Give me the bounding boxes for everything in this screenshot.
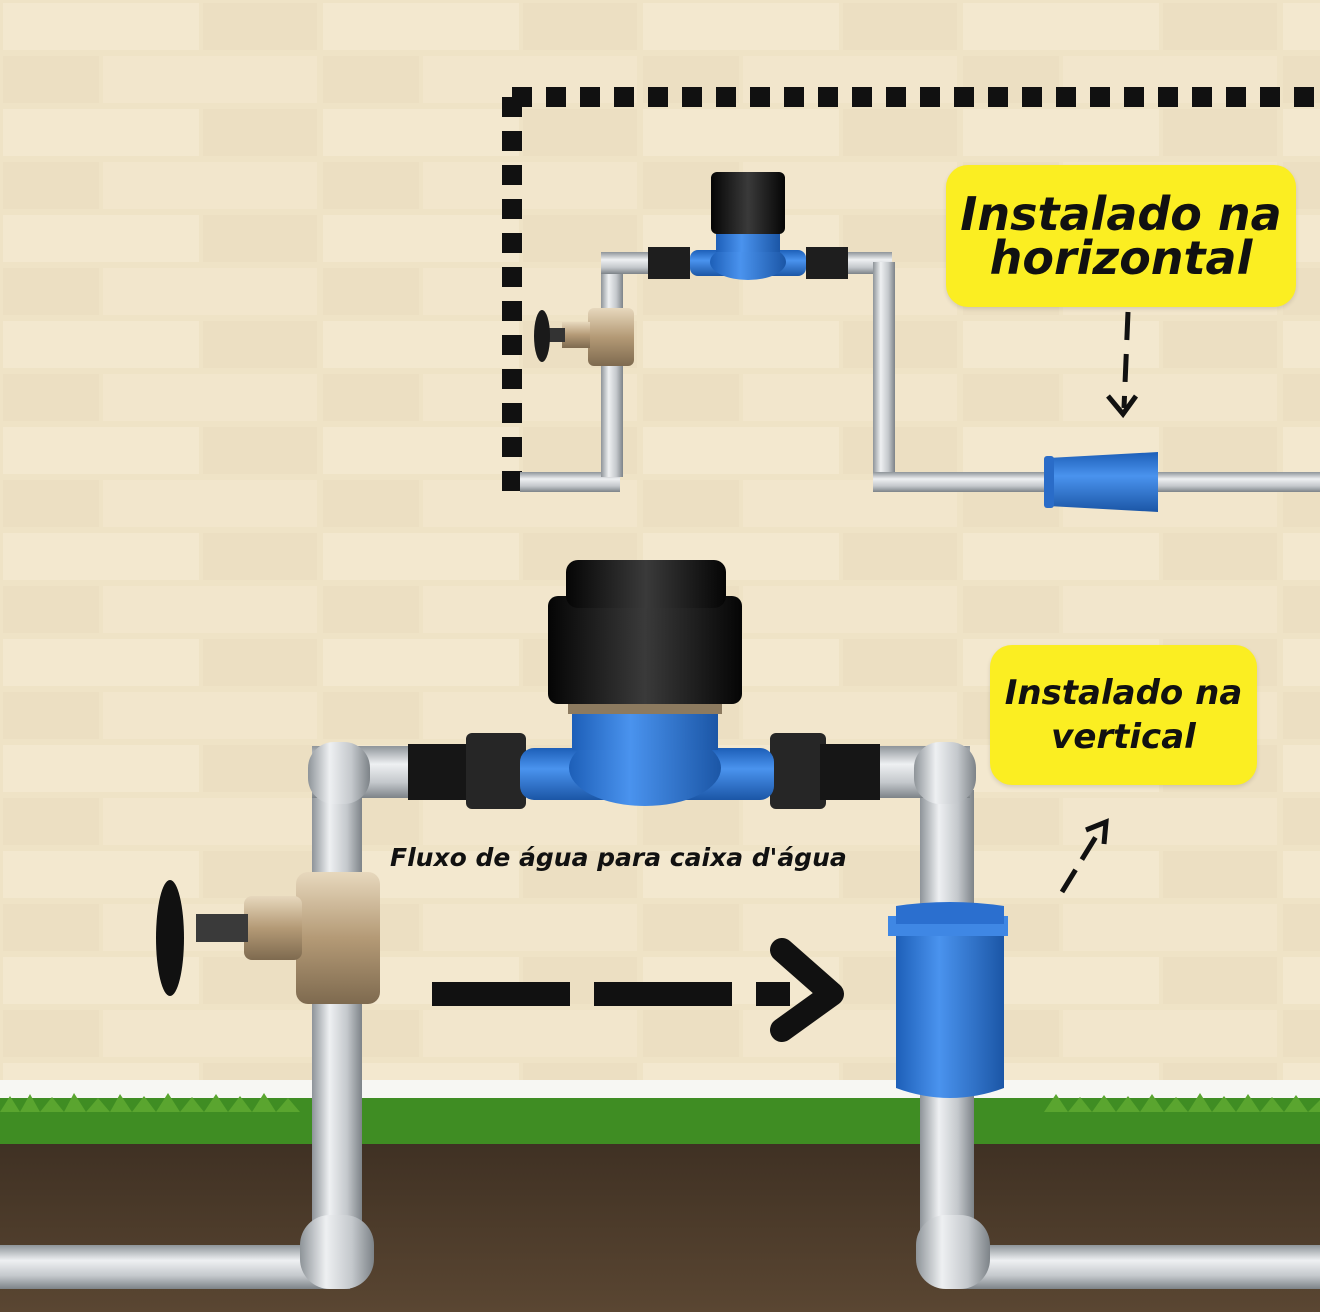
main-pipe-ground-right <box>950 1245 1320 1289</box>
flow-caption: Fluxo de água para caixa d'água <box>390 843 847 872</box>
flow-arrow-icon <box>432 938 844 1042</box>
main-elbow-right-top <box>914 742 976 804</box>
main-gate-valve-icon <box>156 872 380 1004</box>
main-elbow-right-bottom <box>916 1215 990 1289</box>
label-installed-vertical: Instalado na vertical <box>990 645 1257 785</box>
main-elbow-left-bottom <box>300 1215 374 1289</box>
main-pipe-left-vertical <box>312 790 362 1260</box>
label-installed-horizontal: Instalado na horizontal <box>946 165 1296 307</box>
grass-blades <box>0 1093 1320 1112</box>
small-pipe-right-bottom <box>873 472 1053 492</box>
small-coupling-right <box>806 247 848 279</box>
main-check-valve-icon <box>888 902 1008 1098</box>
small-check-valve-icon <box>1044 452 1158 512</box>
small-gate-valve-icon <box>534 308 634 366</box>
label-horizontal-line1: Instalado na <box>960 187 1282 241</box>
main-coupling-left <box>466 733 526 809</box>
main-thread-right <box>820 744 880 800</box>
label-vertical-line2: vertical <box>1051 717 1196 757</box>
main-coupling-right <box>770 733 826 809</box>
small-pipe-right-vertical <box>873 262 895 487</box>
pointer-arrow-horizontal-icon <box>1106 311 1139 419</box>
small-water-meter-icon <box>690 172 806 280</box>
main-pipe-ground-left <box>0 1245 350 1289</box>
small-pipe-left-vertical <box>601 262 623 477</box>
main-water-meter-icon <box>520 560 774 806</box>
small-pipe-left-bottom <box>520 472 620 492</box>
pointer-arrow-vertical-icon <box>1059 818 1109 894</box>
main-elbow-left-top <box>308 742 370 804</box>
label-horizontal-line2: horizontal <box>989 231 1253 285</box>
main-thread-left <box>408 744 474 800</box>
small-pipe-outlet <box>1158 472 1320 492</box>
small-coupling-left <box>648 247 690 279</box>
small-pipe-top-left <box>601 252 661 274</box>
label-vertical-line1: Instalado na <box>1004 673 1243 713</box>
